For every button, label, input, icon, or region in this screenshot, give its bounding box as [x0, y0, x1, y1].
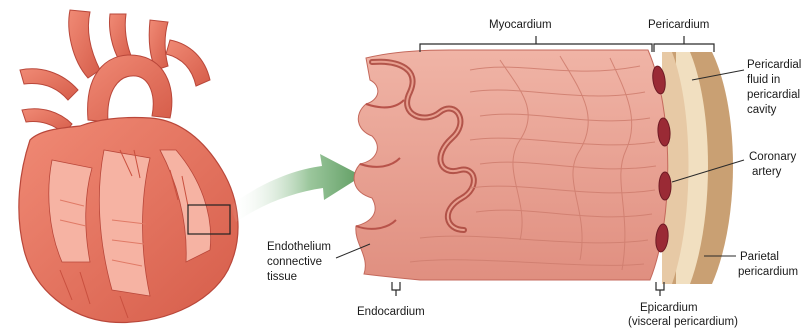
myocardium-label: Myocardium	[489, 19, 552, 31]
endocardium-label: Endocardium	[357, 306, 425, 318]
parietal-pericardium-label: Parietal pericardium	[738, 251, 798, 278]
heart-wall-cross-section	[354, 50, 733, 284]
coronary-artery-label: Coronary artery	[749, 151, 800, 178]
magnify-arrow-icon	[230, 154, 362, 222]
epicardium-label: Epicardium (visceral pericardium)	[628, 302, 738, 328]
pericardium-label: Pericardium	[648, 19, 709, 31]
heart-illustration	[19, 10, 238, 322]
pericardium-bracket	[654, 44, 714, 52]
endocardium-bracket	[392, 282, 400, 290]
endothelium-label: Endothelium connective tissue	[267, 241, 334, 283]
pericardial-fluid-label: Pericardial fluid in pericardial cavity	[747, 59, 805, 116]
